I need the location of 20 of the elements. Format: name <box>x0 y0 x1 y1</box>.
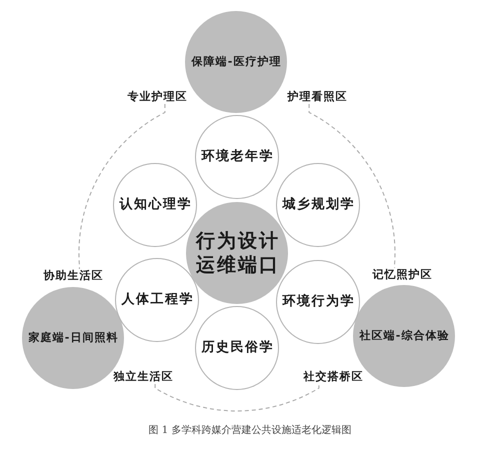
circle-label: 保障端-医疗护理 <box>190 55 282 69</box>
hub-label: 行为设计运维端口 <box>194 229 281 277</box>
zone-label: 专业护理区 <box>126 90 188 104</box>
zone-label: 协助生活区 <box>42 269 104 283</box>
circle-label: 社区端-综合体验 <box>358 329 450 343</box>
circle-label: 家庭端-日间照料 <box>28 331 118 345</box>
zone-label: 独立生活区 <box>112 370 174 384</box>
dashed-arc <box>78 104 166 270</box>
discipline-label: 历史民俗学 <box>200 340 274 356</box>
discipline-label: 城乡规划学 <box>281 197 355 213</box>
discipline-label: 环境行为学 <box>281 294 355 310</box>
dashed-arc <box>308 104 396 268</box>
figure-caption: 图 1 多学科跨媒介营建公共设施适老化逻辑图 <box>148 424 352 438</box>
zone-label: 记忆照护区 <box>372 268 432 282</box>
discipline-label: 认知心理学 <box>118 197 192 213</box>
dashed-arc <box>154 384 320 412</box>
discipline-label: 人体工程学 <box>120 292 194 308</box>
zone-label: 社交搭桥区 <box>302 370 364 384</box>
discipline-label: 环境老年学 <box>200 149 274 165</box>
zone-label: 护理看照区 <box>286 90 348 104</box>
